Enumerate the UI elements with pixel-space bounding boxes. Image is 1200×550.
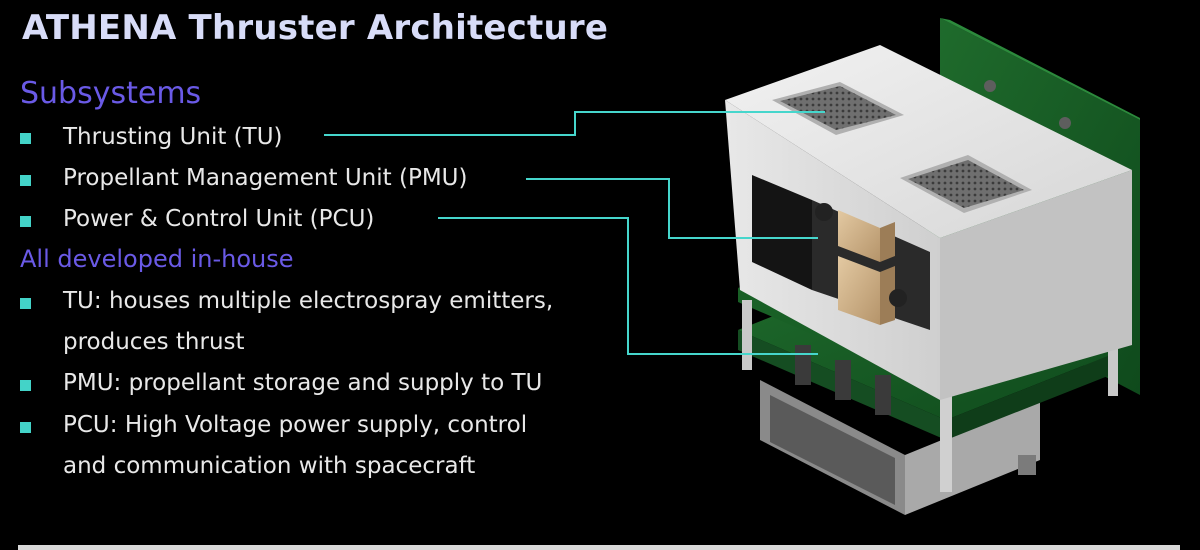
bullet-icon	[20, 175, 31, 186]
subsystem-item-pmu: Propellant Management Unit (PMU)	[63, 165, 468, 191]
detail-tu-line2: produces thrust	[63, 329, 245, 355]
emitter-grid-2	[900, 155, 1032, 213]
subsystems-heading: Subsystems	[20, 76, 202, 111]
detail-pcu-line2: and communication with spacecraft	[63, 453, 476, 479]
detail-pcu-line1: PCU: High Voltage power supply, control	[63, 412, 528, 438]
bullet-icon	[20, 216, 31, 227]
subsystem-item-pcu: Power & Control Unit (PCU)	[63, 206, 375, 232]
connector-housing	[760, 380, 1040, 515]
inhouse-heading: All developed in-house	[20, 245, 294, 273]
bullet-icon	[20, 422, 31, 433]
bottom-bar	[18, 545, 1180, 550]
standoffs	[742, 300, 1118, 492]
detail-pmu-line1: PMU: propellant storage and supply to TU	[63, 370, 543, 396]
subsystem-item-tu: Thrusting Unit (TU)	[63, 124, 283, 150]
emitter-grid-1	[772, 82, 904, 135]
callout-line-pcu	[438, 217, 818, 355]
detail-tu-line1: TU: houses multiple electrospray emitter…	[63, 288, 554, 314]
bullet-icon	[20, 380, 31, 391]
bullet-icon	[20, 298, 31, 309]
page-title: ATHENA Thruster Architecture	[22, 8, 609, 48]
callout-line-pmu	[526, 178, 818, 239]
callout-line-tu	[324, 111, 825, 136]
bullet-icon	[20, 133, 31, 144]
propellant-blocks	[815, 203, 907, 325]
